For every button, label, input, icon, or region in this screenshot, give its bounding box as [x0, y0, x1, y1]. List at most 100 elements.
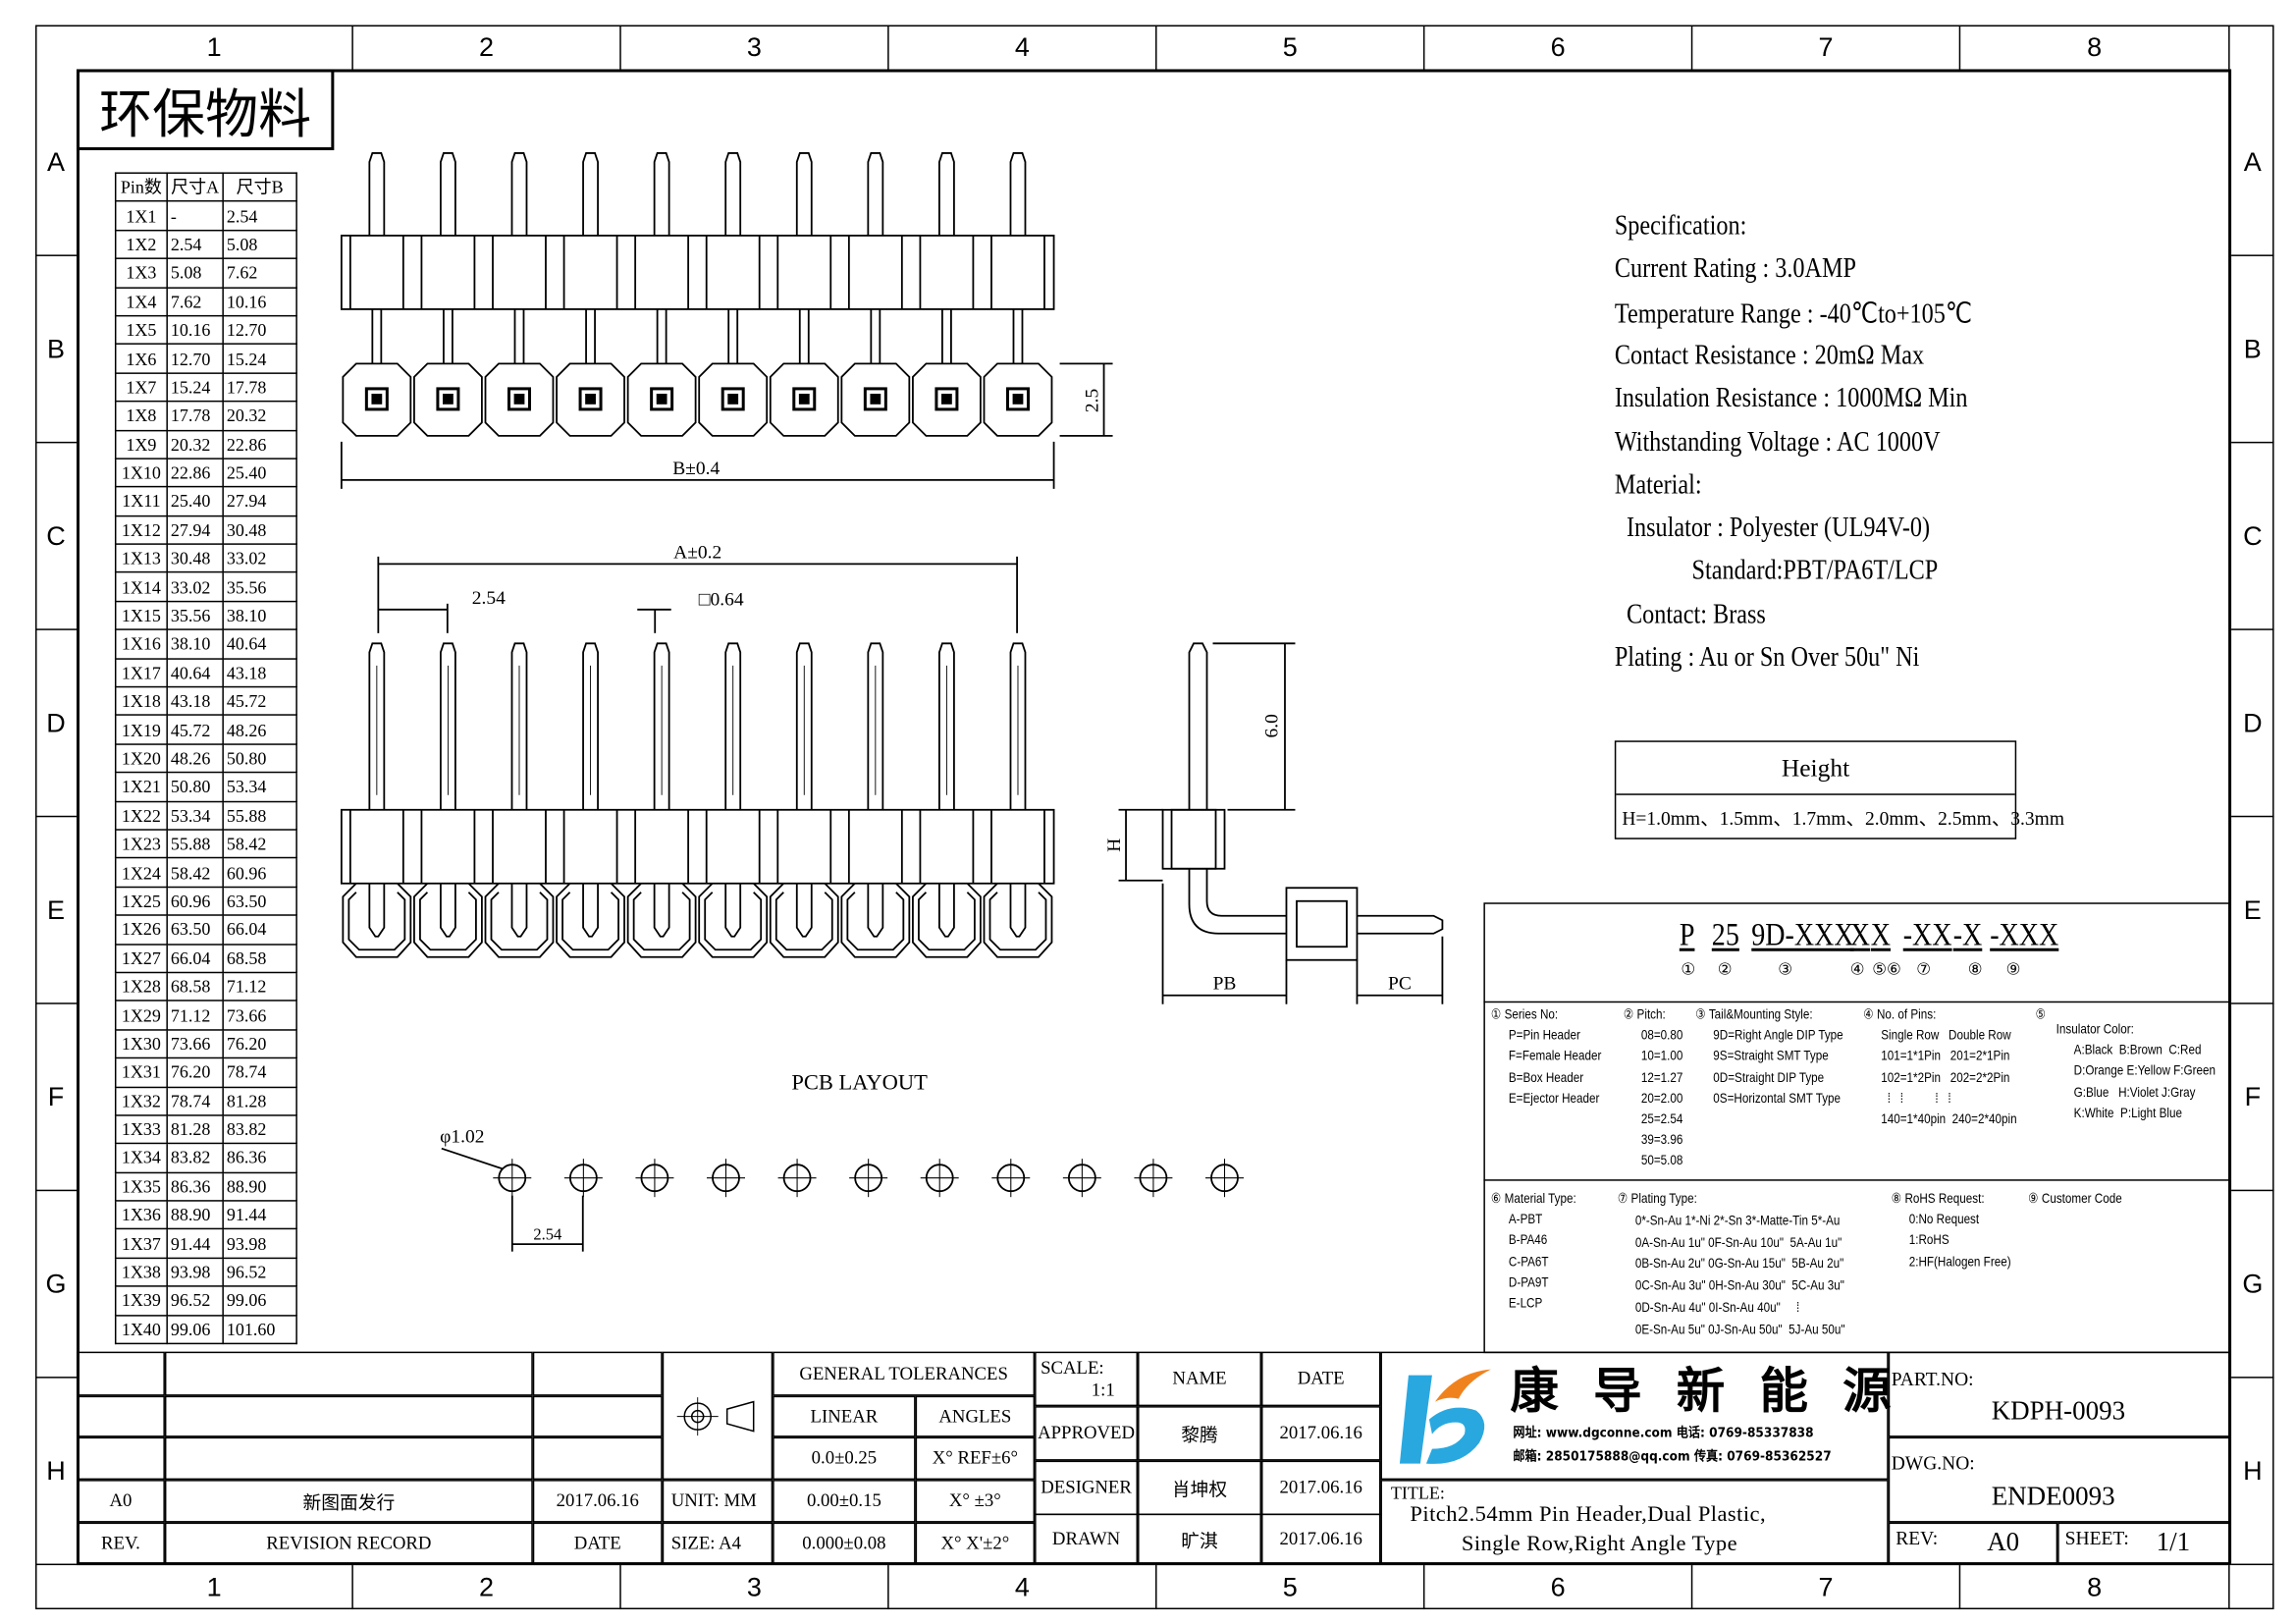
row-marker-left: B: [34, 256, 77, 444]
dim-b: B±0.4: [672, 459, 720, 479]
table-cell: 96.52: [222, 1257, 297, 1288]
table-cell: -: [166, 200, 224, 232]
table-cell: 5.08: [166, 257, 224, 289]
pin-top: [582, 152, 599, 236]
code-segment: -XX: [1902, 915, 1952, 953]
size: SIZE: A4: [662, 1522, 774, 1566]
legend-line: 2:HF(Halogen Free): [1908, 1254, 2011, 1271]
table-cell: 1X20: [114, 743, 168, 774]
table-cell: 1X16: [114, 628, 168, 660]
approved-name: 黎腾: [1138, 1406, 1261, 1461]
table-cell: 12.70: [166, 343, 224, 374]
code-marker: ②: [1717, 961, 1733, 980]
date-header: DATE: [532, 1522, 663, 1566]
pin-square-core: [371, 393, 383, 405]
code-marker: ⑨: [2005, 961, 2021, 980]
table-cell: 1X12: [114, 514, 168, 545]
revision-cell-empty: [76, 1395, 165, 1437]
title-cell: [1380, 1480, 1889, 1566]
code-marker: ④: [1849, 961, 1865, 980]
legend-line: D-PA9T: [1508, 1274, 1549, 1291]
spec-line: Contact: Brass: [1614, 598, 1766, 630]
inner-border: [76, 69, 2232, 1566]
legend-line: Insulator Color:: [2056, 1021, 2134, 1039]
row-marker-right: F: [2231, 1004, 2274, 1192]
pin-square-core: [656, 393, 667, 405]
table-cell: 68.58: [222, 943, 297, 974]
table-cell: 40.64: [166, 657, 224, 688]
spec-line: Contact Resistance : 20mΩ Max: [1614, 340, 1925, 371]
legend-line: 20=2.00: [1640, 1090, 1683, 1108]
spec-line: Standard:PBT/PA6T/LCP: [1614, 555, 1939, 587]
dim-pc: PC: [1388, 974, 1412, 995]
pad-outline: [484, 883, 555, 958]
table-cell: 66.04: [166, 943, 224, 974]
spec-line: Insulation Resistance : 1000MΩ Min: [1614, 383, 1968, 414]
table-cell: 63.50: [222, 886, 297, 917]
table-cell: 81.28: [166, 1114, 224, 1145]
pin-bend: [724, 883, 742, 938]
part-no-label: PART.NO:: [1891, 1368, 1974, 1390]
spec-line: Temperature Range : -40℃to+105℃: [1614, 298, 1973, 330]
pad-outline: [413, 883, 483, 958]
company-contact: 邮箱: 2850175888@qq.com 传真: 0769-85362527: [1513, 1450, 1832, 1466]
table-cell: 83.82: [222, 1114, 297, 1145]
code-segment: P: [1679, 915, 1695, 953]
table-cell: 1X2: [114, 229, 168, 260]
pin-square: [507, 387, 531, 411]
table-cell: 1X6: [114, 343, 168, 374]
table-cell: 86.36: [166, 1171, 224, 1202]
legend-line: 0:No Request: [1908, 1212, 1980, 1228]
column-marker-top: 5: [1157, 25, 1425, 70]
table-cell: 58.42: [166, 857, 224, 888]
table-cell: 17.78: [222, 371, 297, 403]
table-cell: 1X32: [114, 1085, 168, 1116]
pin-square-core: [585, 393, 596, 405]
dwg-no-value: ENDE0093: [1991, 1481, 2115, 1511]
table-cell: 1X35: [114, 1171, 168, 1202]
table-cell: 48.26: [222, 714, 297, 745]
rev-header: REV.: [76, 1522, 165, 1566]
legend-line: Single Row Double Row: [1881, 1028, 2011, 1045]
legend-line: B=Box Header: [1508, 1069, 1584, 1087]
pin-front: [938, 642, 955, 810]
pad-outline: [912, 883, 982, 958]
table-cell: 93.98: [222, 1228, 297, 1259]
dim-a: A±0.2: [673, 542, 721, 563]
pin-front: [368, 642, 386, 810]
angles-header: ANGLES: [915, 1395, 1036, 1437]
table-cell: 1X25: [114, 886, 168, 917]
legend-line: 25=2.54: [1640, 1111, 1683, 1128]
legend-line: P=Pin Header: [1508, 1028, 1580, 1045]
pin-bend: [582, 883, 599, 938]
pad-octagon: [413, 362, 483, 437]
pad-outline: [840, 883, 911, 958]
designer-name: 肖坤权: [1138, 1460, 1261, 1516]
designer-label: DESIGNER: [1035, 1460, 1139, 1516]
table-cell: 1X24: [114, 857, 168, 888]
pad-inner: [918, 892, 976, 951]
column-marker-top: 6: [1424, 25, 1693, 70]
pin-top: [867, 152, 884, 236]
top-view-housing: [340, 235, 1055, 310]
legend-line: 1:RoHS: [1908, 1232, 1949, 1250]
drawing-title-line2: Single Row,Right Angle Type: [1461, 1533, 1738, 1557]
legend-line: 39=3.96: [1640, 1132, 1683, 1149]
pin-top: [938, 152, 955, 236]
table-cell: 40.64: [222, 628, 297, 660]
code-marker: ③: [1778, 961, 1793, 980]
code-marker: ⑤⑥: [1872, 961, 1901, 980]
pad-outline: [769, 883, 839, 958]
revision-cell-empty: [164, 1395, 533, 1437]
table-cell: 99.06: [166, 1314, 224, 1345]
code-marker: ⑦: [1916, 961, 1932, 980]
